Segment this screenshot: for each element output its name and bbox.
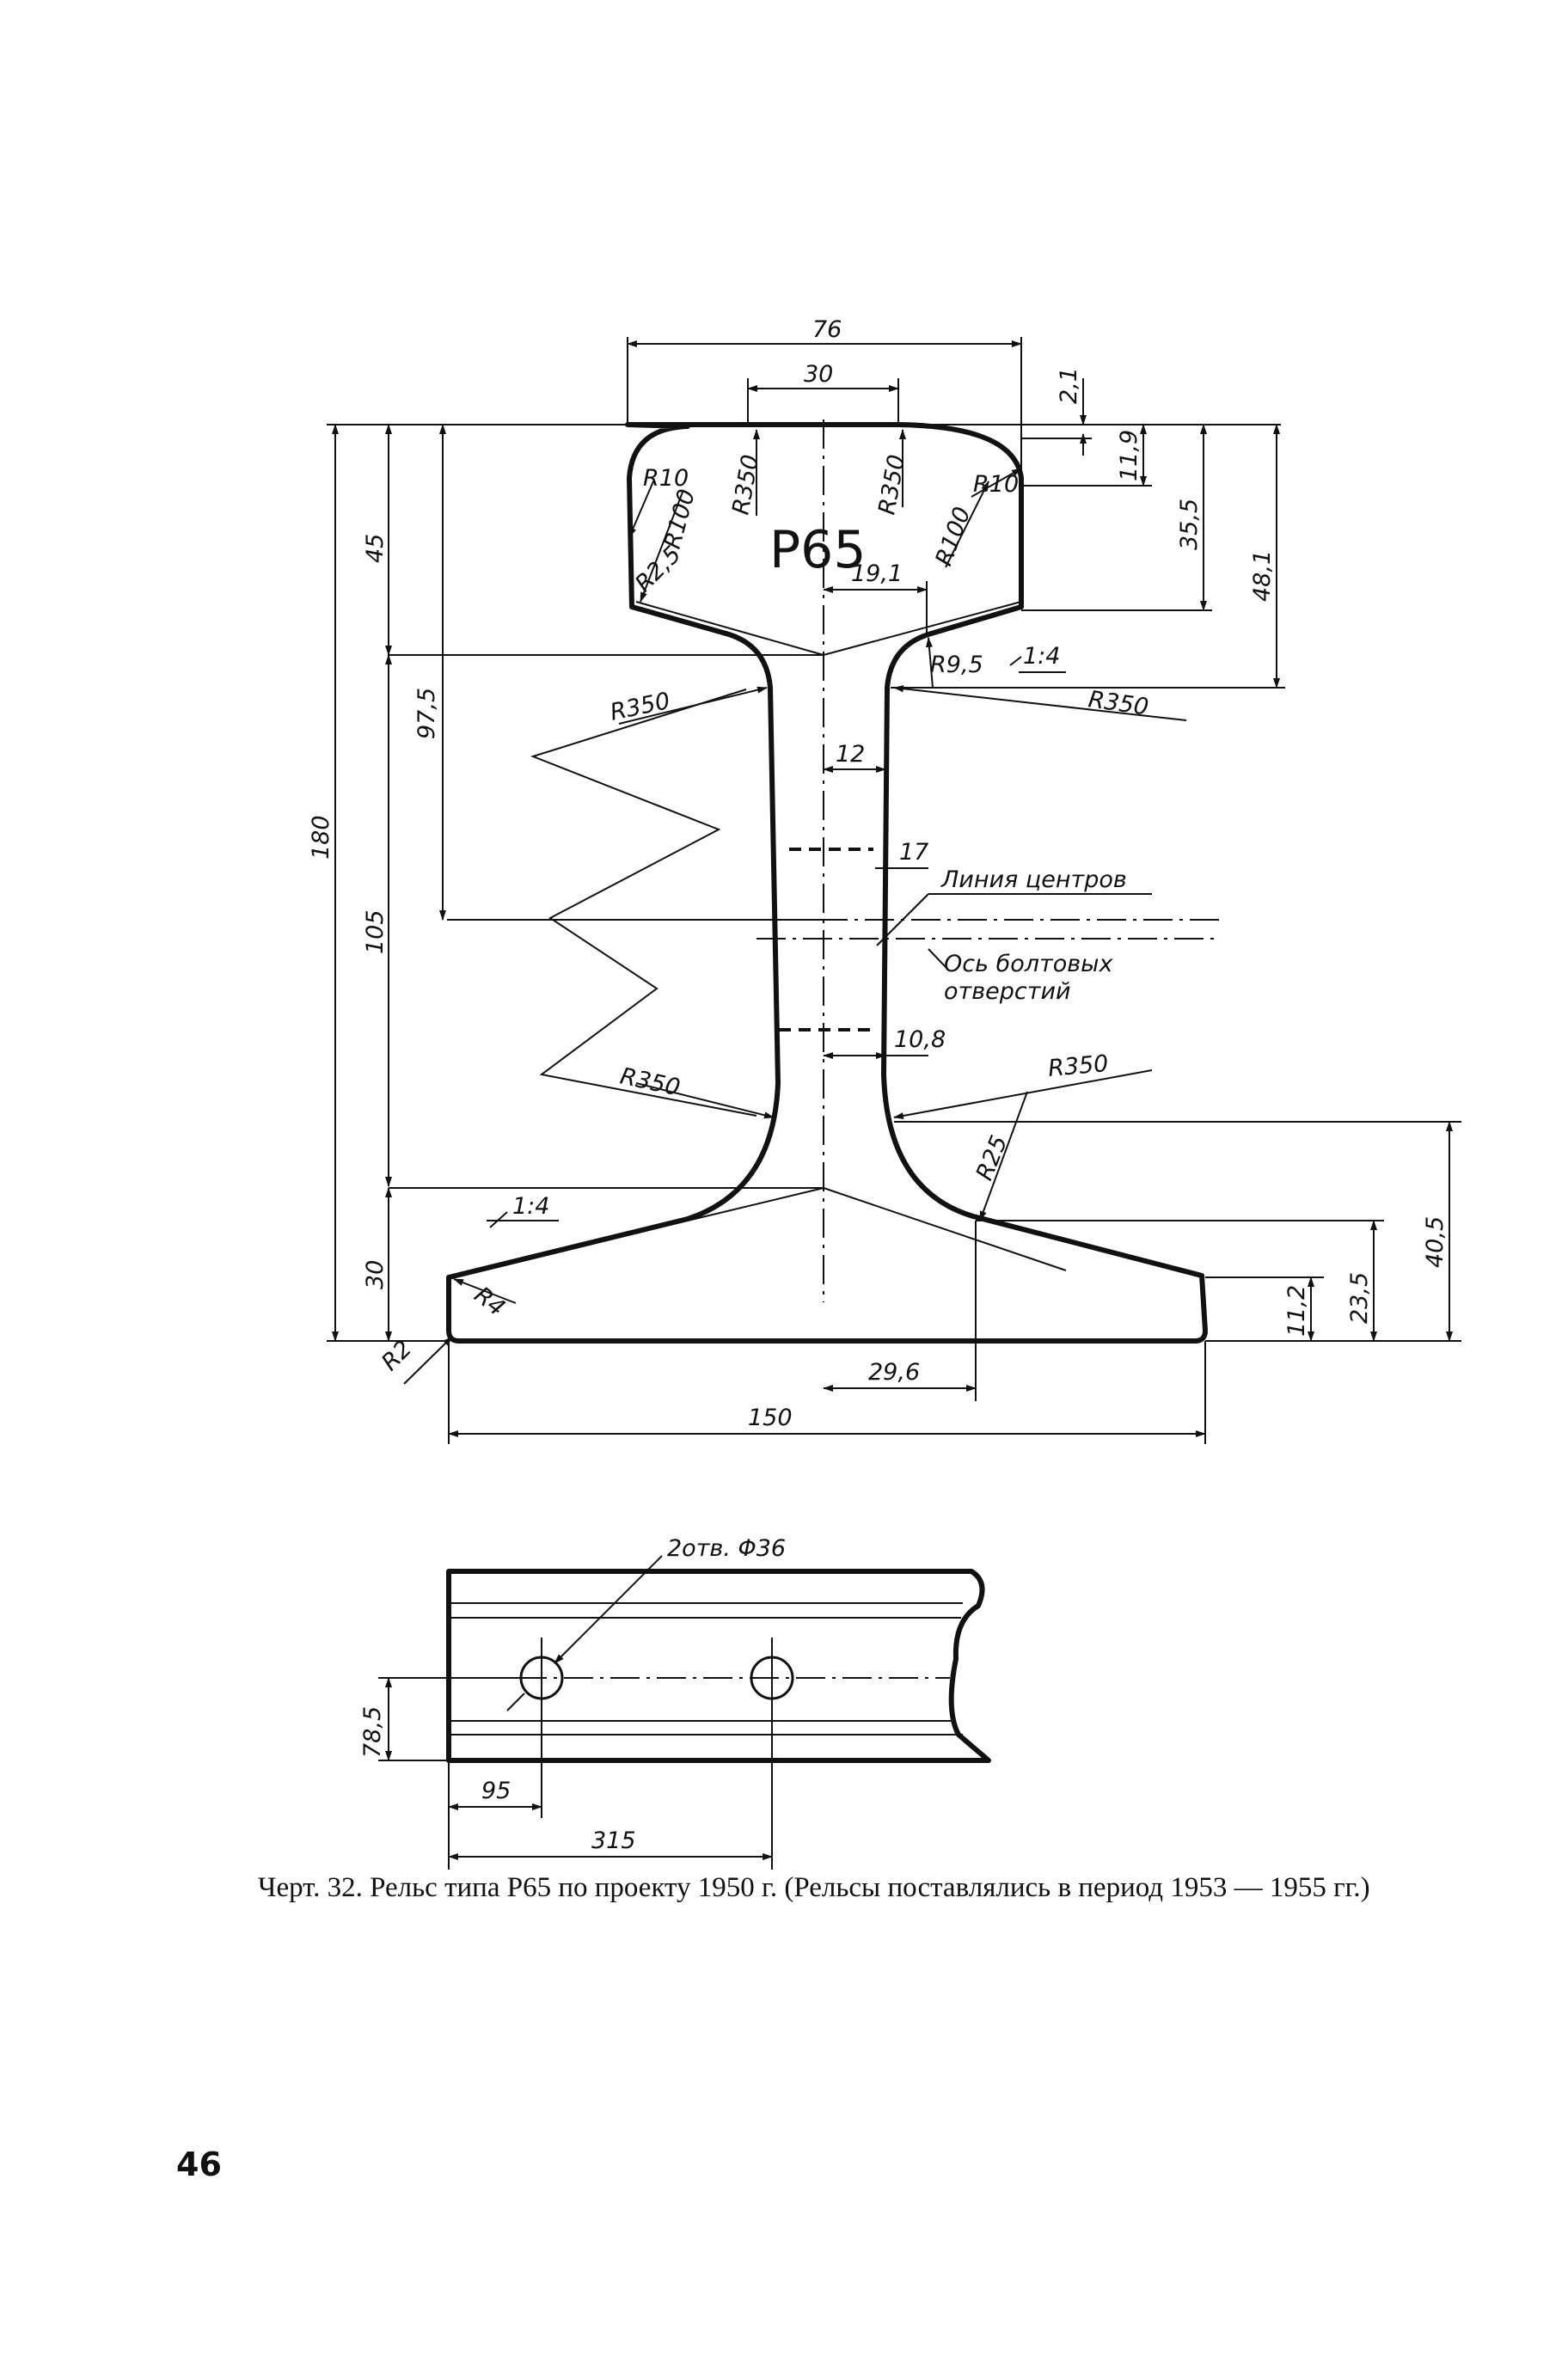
dim-base-slope: 23,5 bbox=[1346, 1272, 1373, 1324]
dim-web-lower: 10,8 bbox=[894, 1026, 946, 1053]
radius-r350-web-lower-right: R350 bbox=[1047, 1050, 1110, 1082]
radius-r95: R9,5 bbox=[930, 652, 983, 678]
dim-base-offset: 29,6 bbox=[868, 1359, 920, 1386]
radius-r350-head-right: R350 bbox=[873, 453, 910, 517]
radius-r350-web-lower-left: R350 bbox=[618, 1063, 683, 1102]
dim-head-total: 48,1 bbox=[1249, 550, 1276, 602]
dim-base-width: 150 bbox=[748, 1405, 793, 1431]
side-view-outline bbox=[446, 1569, 991, 1763]
dim-base-edge: 11,2 bbox=[1283, 1285, 1310, 1337]
side-view: 2отв. Φ36 78,5 95 315 bbox=[359, 1535, 991, 1870]
radius-r10-right: R10 bbox=[973, 471, 1019, 498]
dim-first-hole: 95 bbox=[481, 1778, 511, 1804]
radius-r350-web-upper-right: R350 bbox=[1087, 686, 1150, 720]
radius-r25: R25 bbox=[971, 1132, 1014, 1185]
dim-head-width: 76 bbox=[812, 316, 842, 343]
label-centers-line: Линия центров bbox=[940, 866, 1127, 893]
dim-neck-height: 40,5 bbox=[1422, 1216, 1449, 1268]
label-bolt-axis-2: отверстий bbox=[944, 978, 1071, 1005]
dim-web-thickness: 12 bbox=[836, 741, 865, 768]
dim-head-offset: 19,1 bbox=[851, 560, 903, 587]
dim-head-top-width: 30 bbox=[804, 361, 833, 388]
slope-guide-left bbox=[635, 601, 824, 656]
dim-hole-spacing: 315 bbox=[591, 1827, 636, 1854]
rail-profile-outline bbox=[446, 422, 1208, 1344]
slope-guide-right bbox=[823, 601, 1022, 656]
radius-r100-left: R100 bbox=[659, 487, 701, 552]
dim-web-center: 17 bbox=[899, 839, 928, 866]
radius-r10-left: R10 bbox=[643, 465, 689, 492]
dim-head-top-drop: 2,1 bbox=[1056, 367, 1082, 404]
label-bolt-axis-1: Ось болтовых bbox=[944, 951, 1113, 977]
dim-total-height: 180 bbox=[308, 815, 334, 860]
figure-caption: Черт. 32. Рельс типа Р65 по проекту 1950… bbox=[258, 1872, 1370, 1903]
radius-r100-right: R100 bbox=[930, 504, 976, 570]
radius-r350-head-left: R350 bbox=[727, 453, 764, 517]
dim-hole-height: 78,5 bbox=[359, 1706, 386, 1758]
dim-head-side: 35,5 bbox=[1176, 499, 1203, 550]
dim-head-fillet: 11,9 bbox=[1116, 430, 1142, 481]
rail-type-label: Р65 bbox=[769, 520, 867, 580]
dim-base-height: 30 bbox=[362, 1260, 389, 1289]
label-holes: 2отв. Φ36 bbox=[667, 1535, 786, 1562]
dim-to-centerline: 97,5 bbox=[413, 688, 440, 739]
page-number: 46 bbox=[176, 2146, 222, 2183]
dim-head-height: 45 bbox=[362, 534, 389, 563]
zigzag-construction bbox=[530, 689, 757, 1117]
dim-web-height: 105 bbox=[362, 909, 389, 954]
slope-head: 1:4 bbox=[1023, 643, 1060, 670]
slope-base: 1:4 bbox=[512, 1193, 549, 1220]
radius-r350-web-upper-left: R350 bbox=[608, 688, 672, 726]
